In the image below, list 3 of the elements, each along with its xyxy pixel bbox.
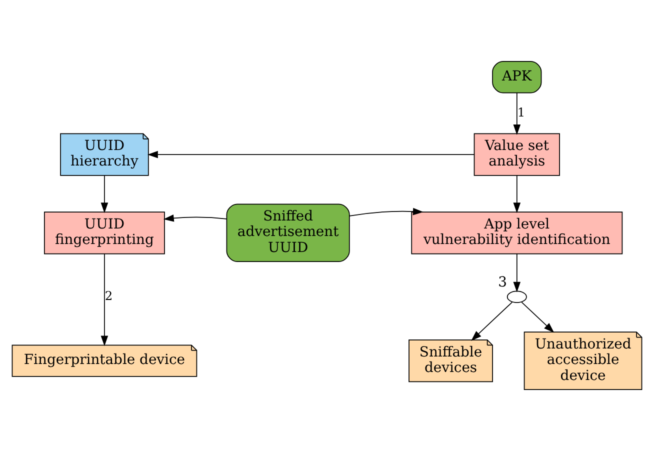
edge-label: 1 [517, 105, 526, 120]
node-label: 3 [498, 274, 507, 291]
edge-label: 2 [104, 289, 113, 304]
